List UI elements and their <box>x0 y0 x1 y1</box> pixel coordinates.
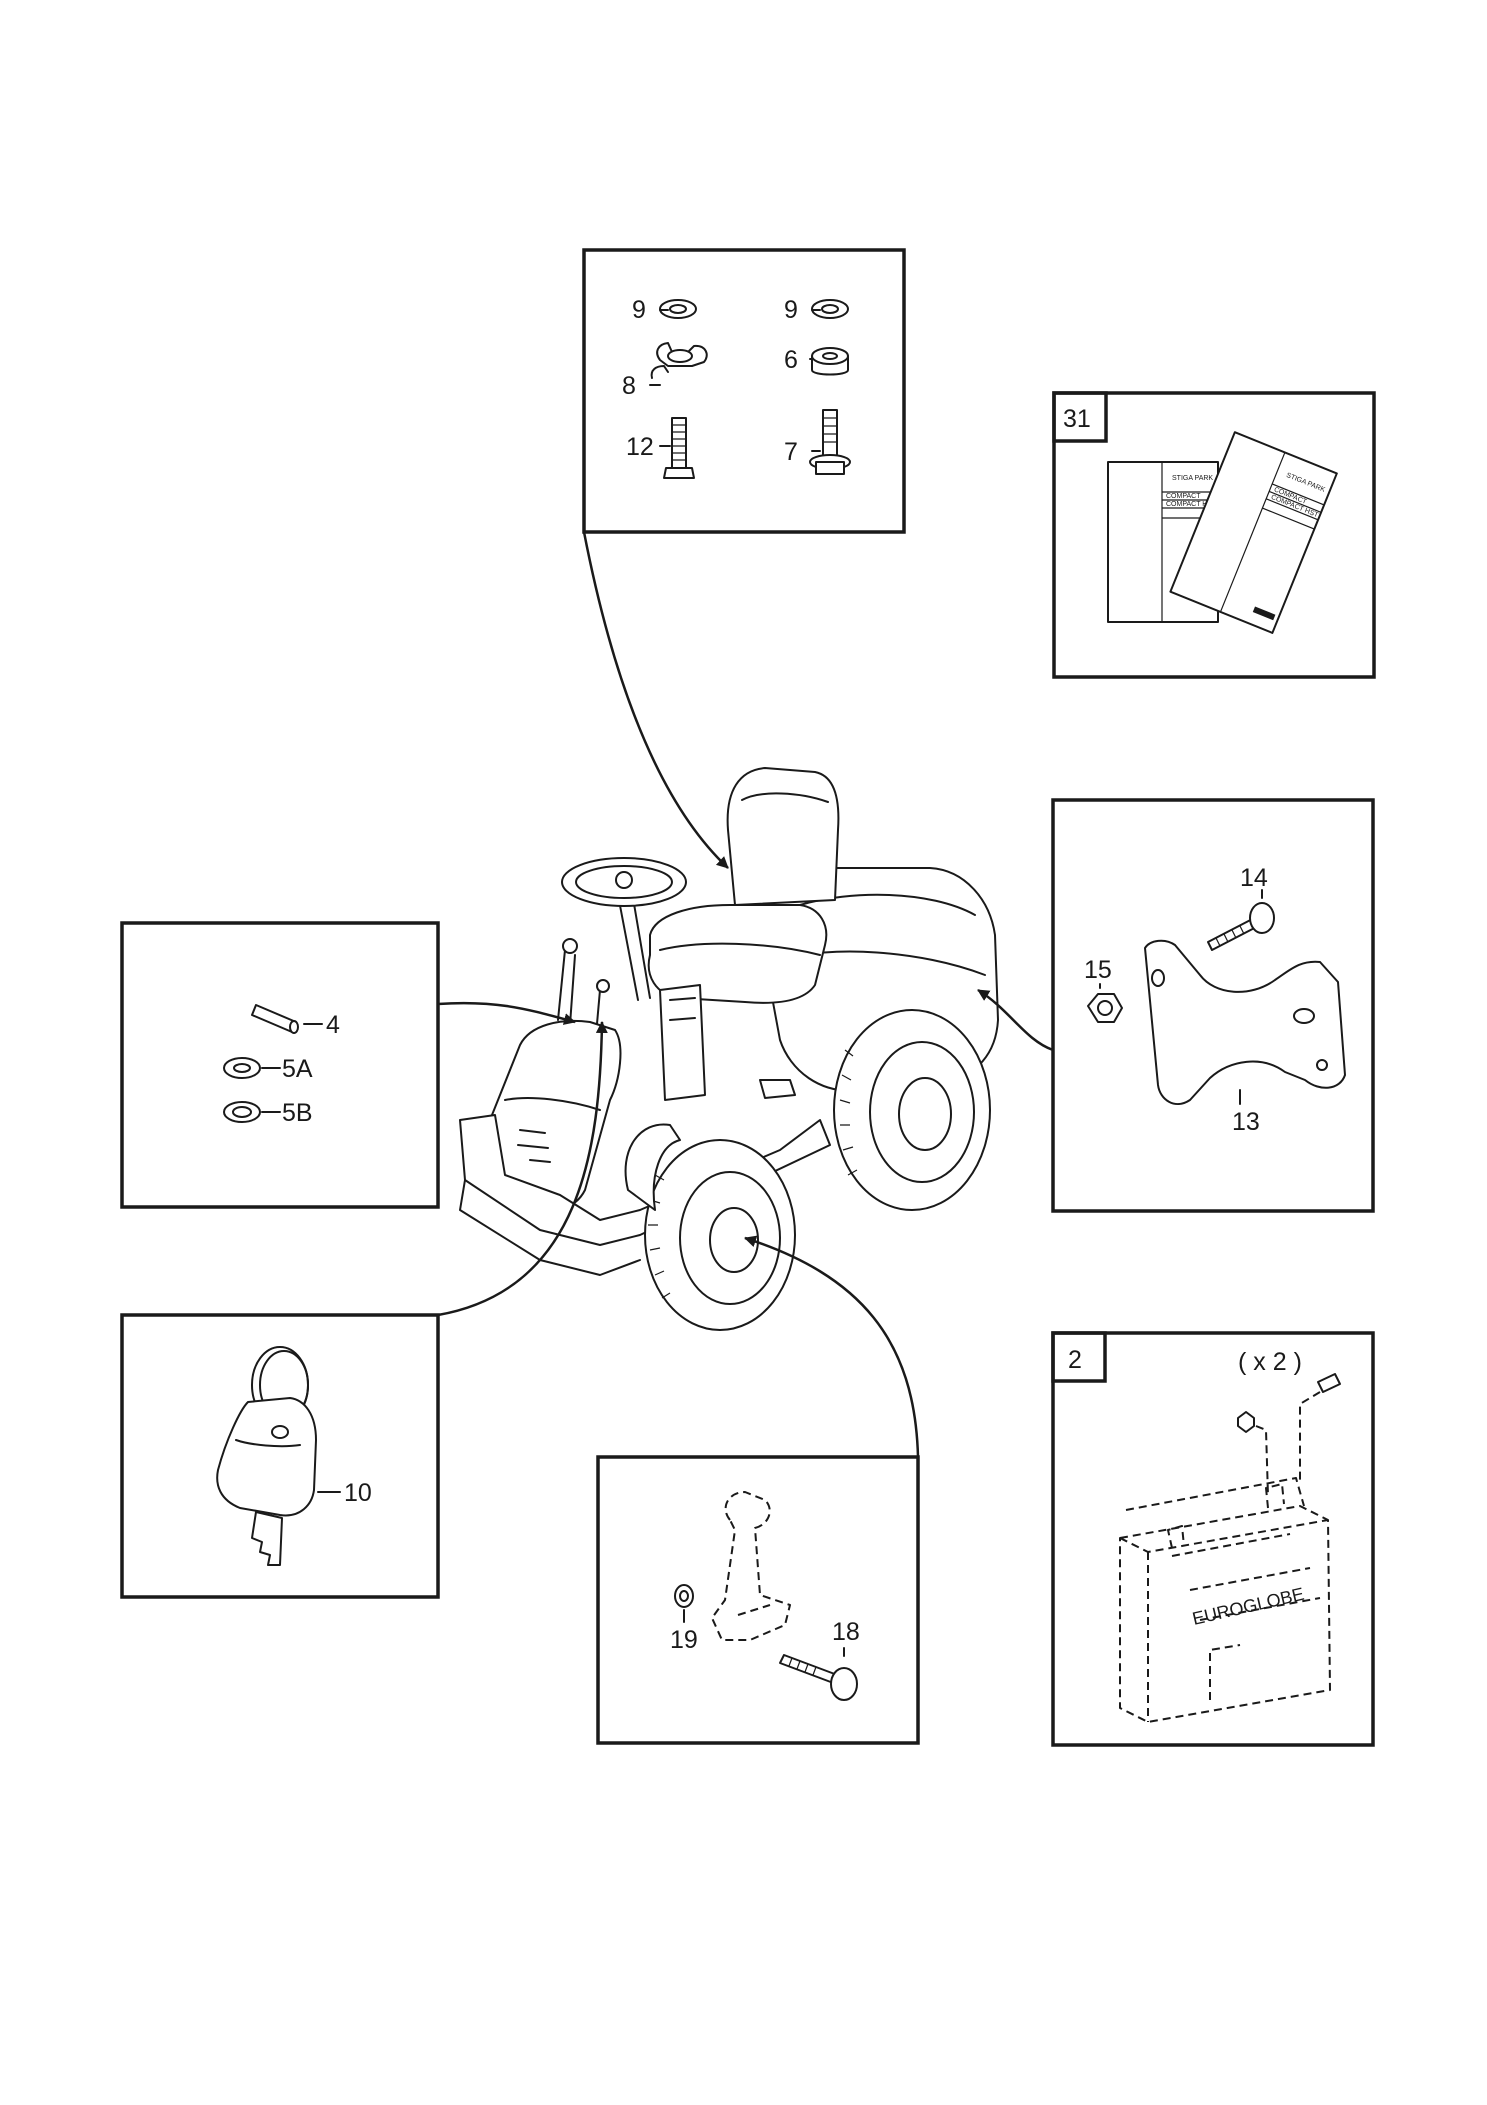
washer-part <box>674 1584 694 1608</box>
nut-part <box>1237 1411 1269 1497</box>
leader-lines <box>437 531 1054 1458</box>
manual-model: COMPACT HST <box>1166 501 1217 508</box>
box-number-2: 2 <box>1068 1346 1082 1374</box>
flange-nut-part <box>1087 993 1123 1023</box>
box-number-31: 31 <box>1063 405 1091 433</box>
bolt-part <box>1299 1373 1341 1480</box>
bracket-callout-box: 14 15 13 <box>1051 798 1375 1213</box>
callout-label-10: 10 <box>344 1479 372 1507</box>
callout-label-18: 18 <box>832 1618 860 1646</box>
bracket-part <box>1144 939 1346 1105</box>
bolt-part <box>1207 902 1275 951</box>
callout-label-5b: 5B <box>282 1099 313 1127</box>
washer-part <box>223 1057 261 1079</box>
flange-bolt-part <box>809 409 851 475</box>
bolt-part <box>663 417 695 479</box>
manual-callout-box: 31 STIGA PARK COMPACT COMPACT HST STIGA … <box>1052 391 1376 679</box>
quantity-label: ( x 2 ) <box>1238 1348 1302 1376</box>
spacer-part <box>811 347 849 376</box>
pedal-callout-box: 19 18 <box>596 1455 920 1745</box>
callout-label-9: 9 <box>632 296 646 324</box>
manual-title: STIGA PARK <box>1172 475 1213 482</box>
callout-label-8: 8 <box>622 372 636 400</box>
key-part <box>216 1346 317 1566</box>
callout-label-4: 4 <box>326 1011 340 1039</box>
callout-label-5a: 5A <box>282 1055 313 1083</box>
callout-label-14: 14 <box>1240 864 1268 892</box>
battery-part: EUROGLOBE <box>1119 1477 1331 1723</box>
callout-label-7: 7 <box>784 438 798 466</box>
lock-washer-part <box>223 1101 261 1123</box>
callout-label-19: 19 <box>670 1626 698 1654</box>
callout-label-12: 12 <box>626 433 654 461</box>
key-callout-box: 10 <box>120 1313 440 1599</box>
carriage-bolt-part <box>779 1654 858 1701</box>
battery-callout-box: 2 ( x 2 ) EUROGLOBE <box>1051 1331 1375 1747</box>
callout-label-6: 6 <box>784 346 798 374</box>
manual-booklet: STIGA PARK COMPACT COMPACT HST <box>1169 431 1338 634</box>
mower-illustration <box>459 767 999 1331</box>
manual-model: COMPACT <box>1166 493 1201 500</box>
pin-callout-box: 4 5A 5B <box>120 921 440 1209</box>
pedal-outline <box>711 1491 791 1641</box>
washer-part <box>659 299 697 319</box>
battery-brand: EUROGLOBE <box>1190 1584 1306 1629</box>
callout-label-9: 9 <box>784 296 798 324</box>
pin-part <box>251 1004 299 1034</box>
wing-nut-part <box>650 342 708 379</box>
hardware-callout-box: 9 8 12 9 6 7 <box>582 248 906 534</box>
callout-label-13: 13 <box>1232 1108 1260 1136</box>
callout-label-15: 15 <box>1084 956 1112 984</box>
